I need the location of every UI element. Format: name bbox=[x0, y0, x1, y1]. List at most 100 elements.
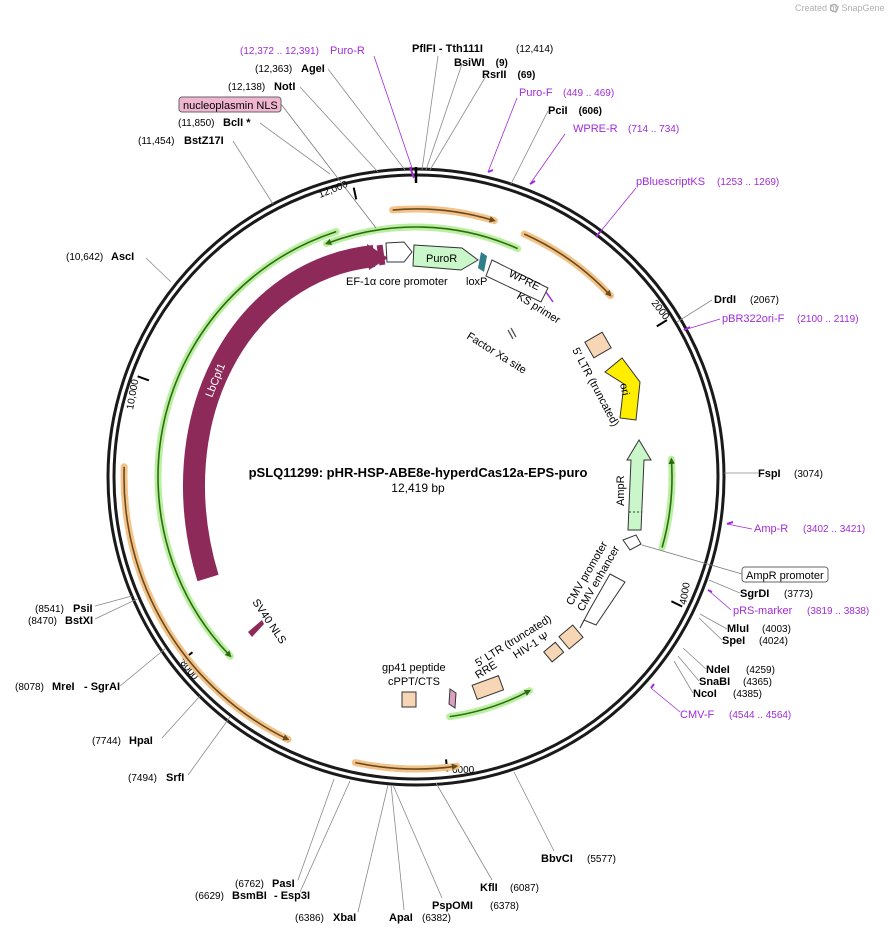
enzyme-apai-pos: (6382) bbox=[422, 913, 451, 924]
rre-box bbox=[471, 675, 505, 701]
puror-arrow bbox=[412, 244, 479, 271]
enzyme-kfli-pos: (6087) bbox=[510, 883, 539, 894]
primer-pbr322ori-f[interactable]: pBR322ori-F bbox=[722, 313, 785, 325]
primer-puro-f[interactable]: Puro-F bbox=[519, 87, 553, 99]
enzyme-ncoi[interactable]: NcoI bbox=[693, 688, 717, 700]
primer-prs-marker[interactable]: pRS-marker bbox=[733, 605, 793, 617]
enzyme-pspomi-pos: (6378) bbox=[490, 901, 519, 912]
loxp-mark bbox=[478, 252, 487, 272]
orf-arc-wpre bbox=[523, 233, 612, 297]
enzyme-srfi[interactable]: SrfI bbox=[166, 772, 184, 784]
enzyme-bstxi[interactable]: BstXI bbox=[65, 615, 93, 627]
orf-arc-bottom bbox=[355, 761, 459, 770]
primer-puro-r[interactable]: Puro-R bbox=[330, 45, 365, 57]
enzyme-noti[interactable]: NotI bbox=[274, 81, 295, 93]
orf-arc-green-left bbox=[157, 230, 337, 658]
tick-label-10000: 10,000 bbox=[125, 378, 141, 410]
primer-amp-r[interactable]: Amp-R bbox=[754, 523, 788, 535]
ori-arrow bbox=[604, 357, 641, 421]
primer-leaders bbox=[373, 55, 753, 713]
hiv-psi-box bbox=[543, 641, 565, 663]
cmv-arrow bbox=[579, 573, 626, 629]
enzyme-sgrdi[interactable]: SgrDI bbox=[740, 588, 769, 600]
enzyme-fspi-pos: (3074) bbox=[794, 469, 823, 480]
enzyme-pflfi[interactable]: PflFI - Tth111I bbox=[412, 43, 483, 55]
primer-pbr322ori-f-range: (2100 .. 2119) bbox=[797, 314, 859, 325]
ef1a-promoter-arrow bbox=[385, 241, 413, 263]
snapgene-credit: Created by SnapGene bbox=[795, 3, 885, 13]
enzyme-esp3i[interactable]: - Esp3I bbox=[274, 890, 310, 902]
enzyme-agei[interactable]: AgeI bbox=[301, 63, 325, 75]
enzyme-bstxi-pos: (8470) bbox=[28, 616, 57, 627]
tick-label-4000: 4000 bbox=[678, 581, 693, 605]
enzyme-hpai[interactable]: HpaI bbox=[129, 735, 153, 747]
enzyme-mlui[interactable]: MluI bbox=[727, 623, 749, 635]
enzyme-xbai[interactable]: XbaI bbox=[333, 912, 356, 924]
enzyme-rsrii[interactable]: RsrII (69) bbox=[482, 69, 535, 81]
enzyme-ndei-pos: (4259) bbox=[746, 665, 775, 676]
primer-prs-marker-range: (3819 .. 3838) bbox=[807, 606, 869, 617]
enzyme-bcli[interactable]: BclI * bbox=[223, 117, 251, 129]
scale-tick bbox=[656, 319, 668, 328]
enzyme-mrei-pos: (8078) bbox=[15, 682, 44, 693]
enzyme-spei[interactable]: SpeI bbox=[722, 635, 745, 647]
enzyme-bsmbi[interactable]: BsmBI bbox=[232, 890, 267, 902]
primer-wpre-r[interactable]: WPRE-R bbox=[573, 123, 618, 135]
orf-arcs bbox=[120, 205, 676, 773]
puror-label: PuroR bbox=[426, 253, 457, 265]
wpre-box bbox=[485, 259, 549, 303]
enzyme-bsiwi[interactable]: BsiWI (9) bbox=[454, 57, 508, 69]
enzyme-mrei[interactable]: MreI bbox=[52, 681, 75, 693]
cppt-label: cPPT/CTS bbox=[388, 676, 440, 688]
enzyme-srfi-pos: (7494) bbox=[128, 773, 157, 784]
enzyme-hpai-pos: (7744) bbox=[92, 736, 121, 747]
lbcpf1-arrow bbox=[183, 245, 376, 582]
nucleoplasmin-nls-mark bbox=[376, 244, 386, 266]
enzyme-drdi[interactable]: DrdI bbox=[714, 294, 736, 306]
enzyme-bstz17i[interactable]: BstZ17I bbox=[184, 135, 224, 147]
enzyme-psii[interactable]: PsiI bbox=[73, 603, 93, 615]
sv40-nls-mark bbox=[248, 620, 264, 637]
ampr-promoter-mark bbox=[622, 534, 642, 551]
enzyme-ndei[interactable]: NdeI bbox=[706, 664, 730, 676]
ltr-truncated-label: 5′ LTR (truncated) bbox=[569, 346, 621, 429]
gp41-mark bbox=[448, 688, 457, 709]
gp41-label: gp41 peptide bbox=[382, 662, 446, 674]
enzyme-fspi[interactable]: FspI bbox=[758, 468, 781, 480]
cppt-box bbox=[401, 691, 417, 708]
orf-arc-green-bottom bbox=[449, 689, 532, 718]
enzyme-sgrai[interactable]: - SgrAI bbox=[84, 681, 120, 693]
factor-xa-mark-1 bbox=[507, 329, 514, 340]
enzyme-noti-pos: (12,138) bbox=[228, 82, 265, 93]
snapgene-logo-icon bbox=[829, 3, 839, 13]
enzyme-asci-pos: (10,642) bbox=[66, 252, 103, 263]
primer-amp-r-range: (3402 .. 3421) bbox=[803, 524, 865, 535]
primer-puro-r-range: (12,372 .. 12,391) bbox=[240, 46, 319, 57]
primer-pbluescriptks[interactable]: pBluescriptKS bbox=[636, 176, 705, 188]
ori-label: ori bbox=[617, 382, 631, 396]
enzyme-kfli[interactable]: KflI bbox=[480, 882, 498, 894]
orf-arc-green-right bbox=[661, 457, 675, 548]
tick-label-6000: 6000 bbox=[452, 765, 475, 776]
nucleoplasmin-nls-label: nucleoplasmin NLS bbox=[183, 100, 278, 112]
enzyme-asci[interactable]: AscI bbox=[111, 251, 134, 263]
plasmid-title: pSLQ11299: pHR-HSP-ABE8e-hyperdCas12a-EP… bbox=[249, 465, 588, 480]
primer-cmv-f[interactable]: CMV-F bbox=[680, 709, 715, 721]
enzyme-bbvci[interactable]: BbvCI bbox=[541, 853, 573, 865]
enzyme-bbvci-pos: (5577) bbox=[587, 854, 616, 865]
plasmid-size: 12,419 bp bbox=[391, 481, 445, 495]
enzyme-pasi[interactable]: PasI bbox=[272, 878, 295, 890]
enzyme-bcli-pos: (11,850) bbox=[178, 118, 215, 129]
sv40-nls-label: SV40 NLS bbox=[250, 597, 289, 646]
scale-tick bbox=[670, 600, 683, 608]
ef1a-label: EF-1α core promoter bbox=[346, 276, 448, 288]
enzyme-apai[interactable]: ApaI bbox=[389, 912, 413, 924]
nls-leader bbox=[280, 103, 377, 229]
enzyme-snabi[interactable]: SnaBI bbox=[699, 676, 730, 688]
orf-arc-green-top bbox=[324, 226, 519, 250]
enzyme-spei-pos: (4024) bbox=[759, 636, 788, 647]
orf-arc-top bbox=[392, 208, 496, 223]
enzyme-pcii[interactable]: PciI (606) bbox=[548, 105, 602, 117]
enzyme-pspomi[interactable]: PspOMI bbox=[432, 900, 473, 912]
